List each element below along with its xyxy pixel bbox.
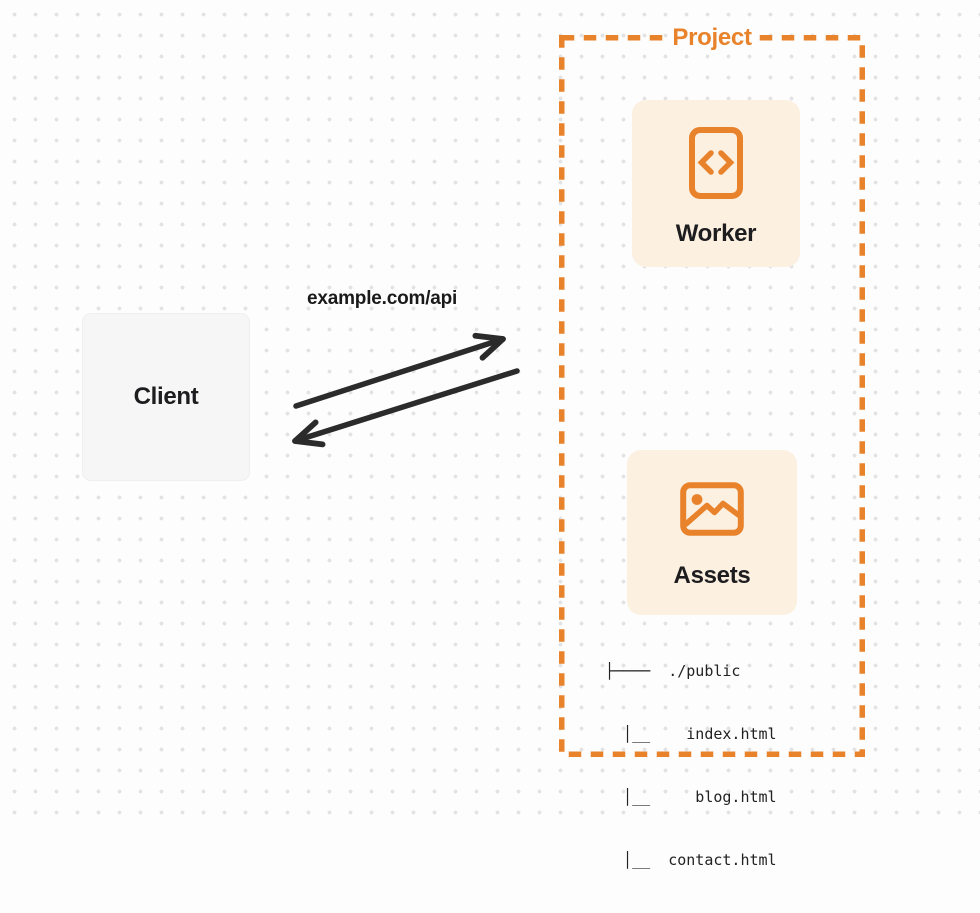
project-label: Project xyxy=(668,24,756,52)
project-boundary: Project Worker Assets ├──── ./public │__… xyxy=(559,24,865,869)
client-label: Client xyxy=(133,383,199,410)
request-arrow xyxy=(293,332,506,409)
client-node: Client xyxy=(82,313,250,481)
file-tree-line: │__ blog.html xyxy=(605,788,777,806)
worker-node: Worker xyxy=(632,100,800,267)
worker-label: Worker xyxy=(675,220,757,247)
file-tree-line: │__ contact.html xyxy=(605,851,777,869)
image-icon xyxy=(680,482,744,536)
assets-node: Assets xyxy=(627,450,797,615)
response-arrow xyxy=(292,368,520,448)
code-file-icon xyxy=(689,127,743,199)
file-tree-line: ├──── ./public xyxy=(605,662,741,680)
public-file-tree: ├──── ./public │__ index.html │__ blog.h… xyxy=(605,619,777,913)
request-url-label: example.com/api xyxy=(307,288,458,309)
diagram-canvas: Client example.com/api Project Worker xyxy=(0,0,980,869)
assets-label: Assets xyxy=(673,562,751,589)
project-dashed-border xyxy=(559,35,865,757)
file-tree-line: │__ index.html xyxy=(605,725,777,743)
